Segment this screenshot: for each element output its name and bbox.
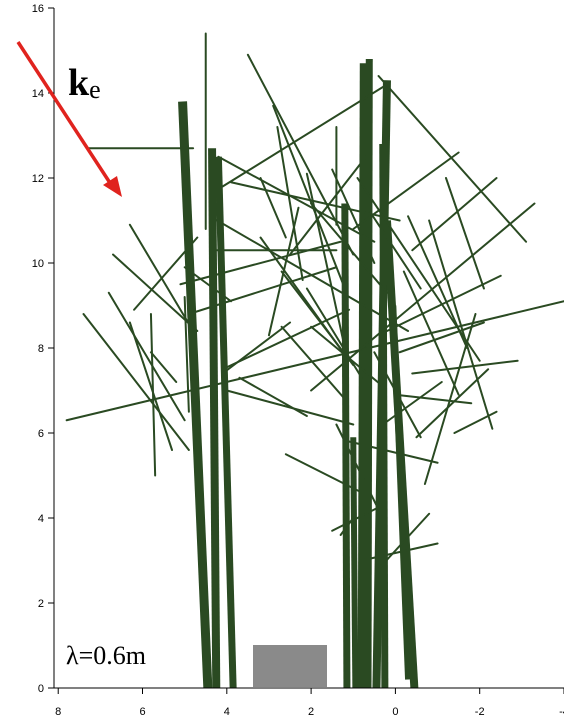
branch-39 [133,236,199,311]
x-tick-label: 4 [224,706,230,718]
branch-63 [259,177,287,239]
branch-51 [280,325,346,400]
x-ticks: 8 6 4 2 0 -2 -4 [55,688,564,718]
branch-30 [415,368,490,439]
wave-arrow-icon [16,41,122,197]
y-tick-label: 6 [38,428,44,440]
axes [53,8,564,689]
trunk-2 [208,148,221,689]
branch-44 [183,266,233,303]
trunk-6 [357,63,368,689]
branch-52 [280,270,355,366]
trunk-1 [178,101,213,689]
trunks-layer [178,58,419,689]
branch-32 [423,313,477,485]
branch-36 [267,206,300,337]
branch-6 [246,53,355,256]
y-tick-label: 2 [38,598,44,610]
branch-62 [289,155,367,256]
branch-12 [179,240,342,286]
x-tick-label: 0 [392,706,398,718]
branch-45 [149,313,157,477]
branch-11 [208,215,410,332]
branch-54 [310,325,384,388]
branch-56 [335,423,380,511]
branches-layer [65,32,564,570]
trunk-3 [214,156,237,689]
branch-19 [411,177,498,252]
branch-43 [128,321,174,451]
branch-61 [339,517,355,536]
branch-14 [187,266,338,315]
branch-8 [276,126,304,281]
branch-34 [305,172,346,349]
branch-24 [402,270,460,396]
y-tick-label: 4 [38,513,44,525]
branch-21 [407,215,469,349]
branch-53 [305,287,363,379]
branch-59 [360,542,439,562]
branch-55 [284,453,363,494]
y-tick-label: 14 [32,88,44,100]
x-tick-label: 2 [308,706,314,718]
wave-arrow-shaft [16,41,114,187]
wavelength-label: λ=0.6m [66,641,146,670]
x-tick-label: 8 [55,706,61,718]
y-tick-label: 16 [32,3,44,15]
branch-3 [65,300,564,422]
branch-46 [149,351,178,383]
branch-58 [331,504,384,532]
branch-16 [310,202,388,294]
branch-29 [381,381,443,426]
trunk-5 [350,437,359,689]
branch-27 [411,359,519,375]
branch-25 [385,274,502,332]
branch-22 [444,177,485,290]
y-ticks: 0 2 4 6 8 10 12 14 16 [32,3,54,695]
branch-18 [377,75,528,243]
branch-9 [217,155,376,243]
branch-41 [107,291,186,422]
branch-26 [398,321,485,354]
trunk-9 [379,143,389,689]
branch-48 [221,308,351,371]
branch-42 [183,296,190,413]
wave-arrow-head [103,176,122,197]
branch-47 [221,321,292,375]
wave-vector-subscript: e [89,75,101,104]
x-tick-label: 6 [139,706,145,718]
trunk-11 [390,305,412,680]
branch-38 [112,253,199,332]
branch-40 [82,313,190,451]
branch-60 [377,512,431,570]
branch-23 [428,219,494,430]
y-tick-label: 10 [32,258,44,270]
branch-31 [453,410,498,434]
y-tick-label: 8 [38,343,44,355]
branch-33 [373,351,422,439]
branch-7 [272,104,346,290]
branch-17 [352,151,460,230]
wave-vector-label: ke [68,62,101,104]
y-tick-label: 0 [38,683,44,695]
branch-50 [238,376,308,417]
branch-65 [369,211,422,290]
wave-vector-main: k [68,62,90,104]
x-tick-label: -2 [475,706,485,718]
branch-5 [221,83,388,188]
branch-57 [348,440,439,464]
x-tick-label: -4 [559,706,564,718]
y-tick-label: 12 [32,173,44,185]
branch-28 [394,393,473,405]
ground-box [253,645,327,687]
branch-64 [331,168,376,264]
